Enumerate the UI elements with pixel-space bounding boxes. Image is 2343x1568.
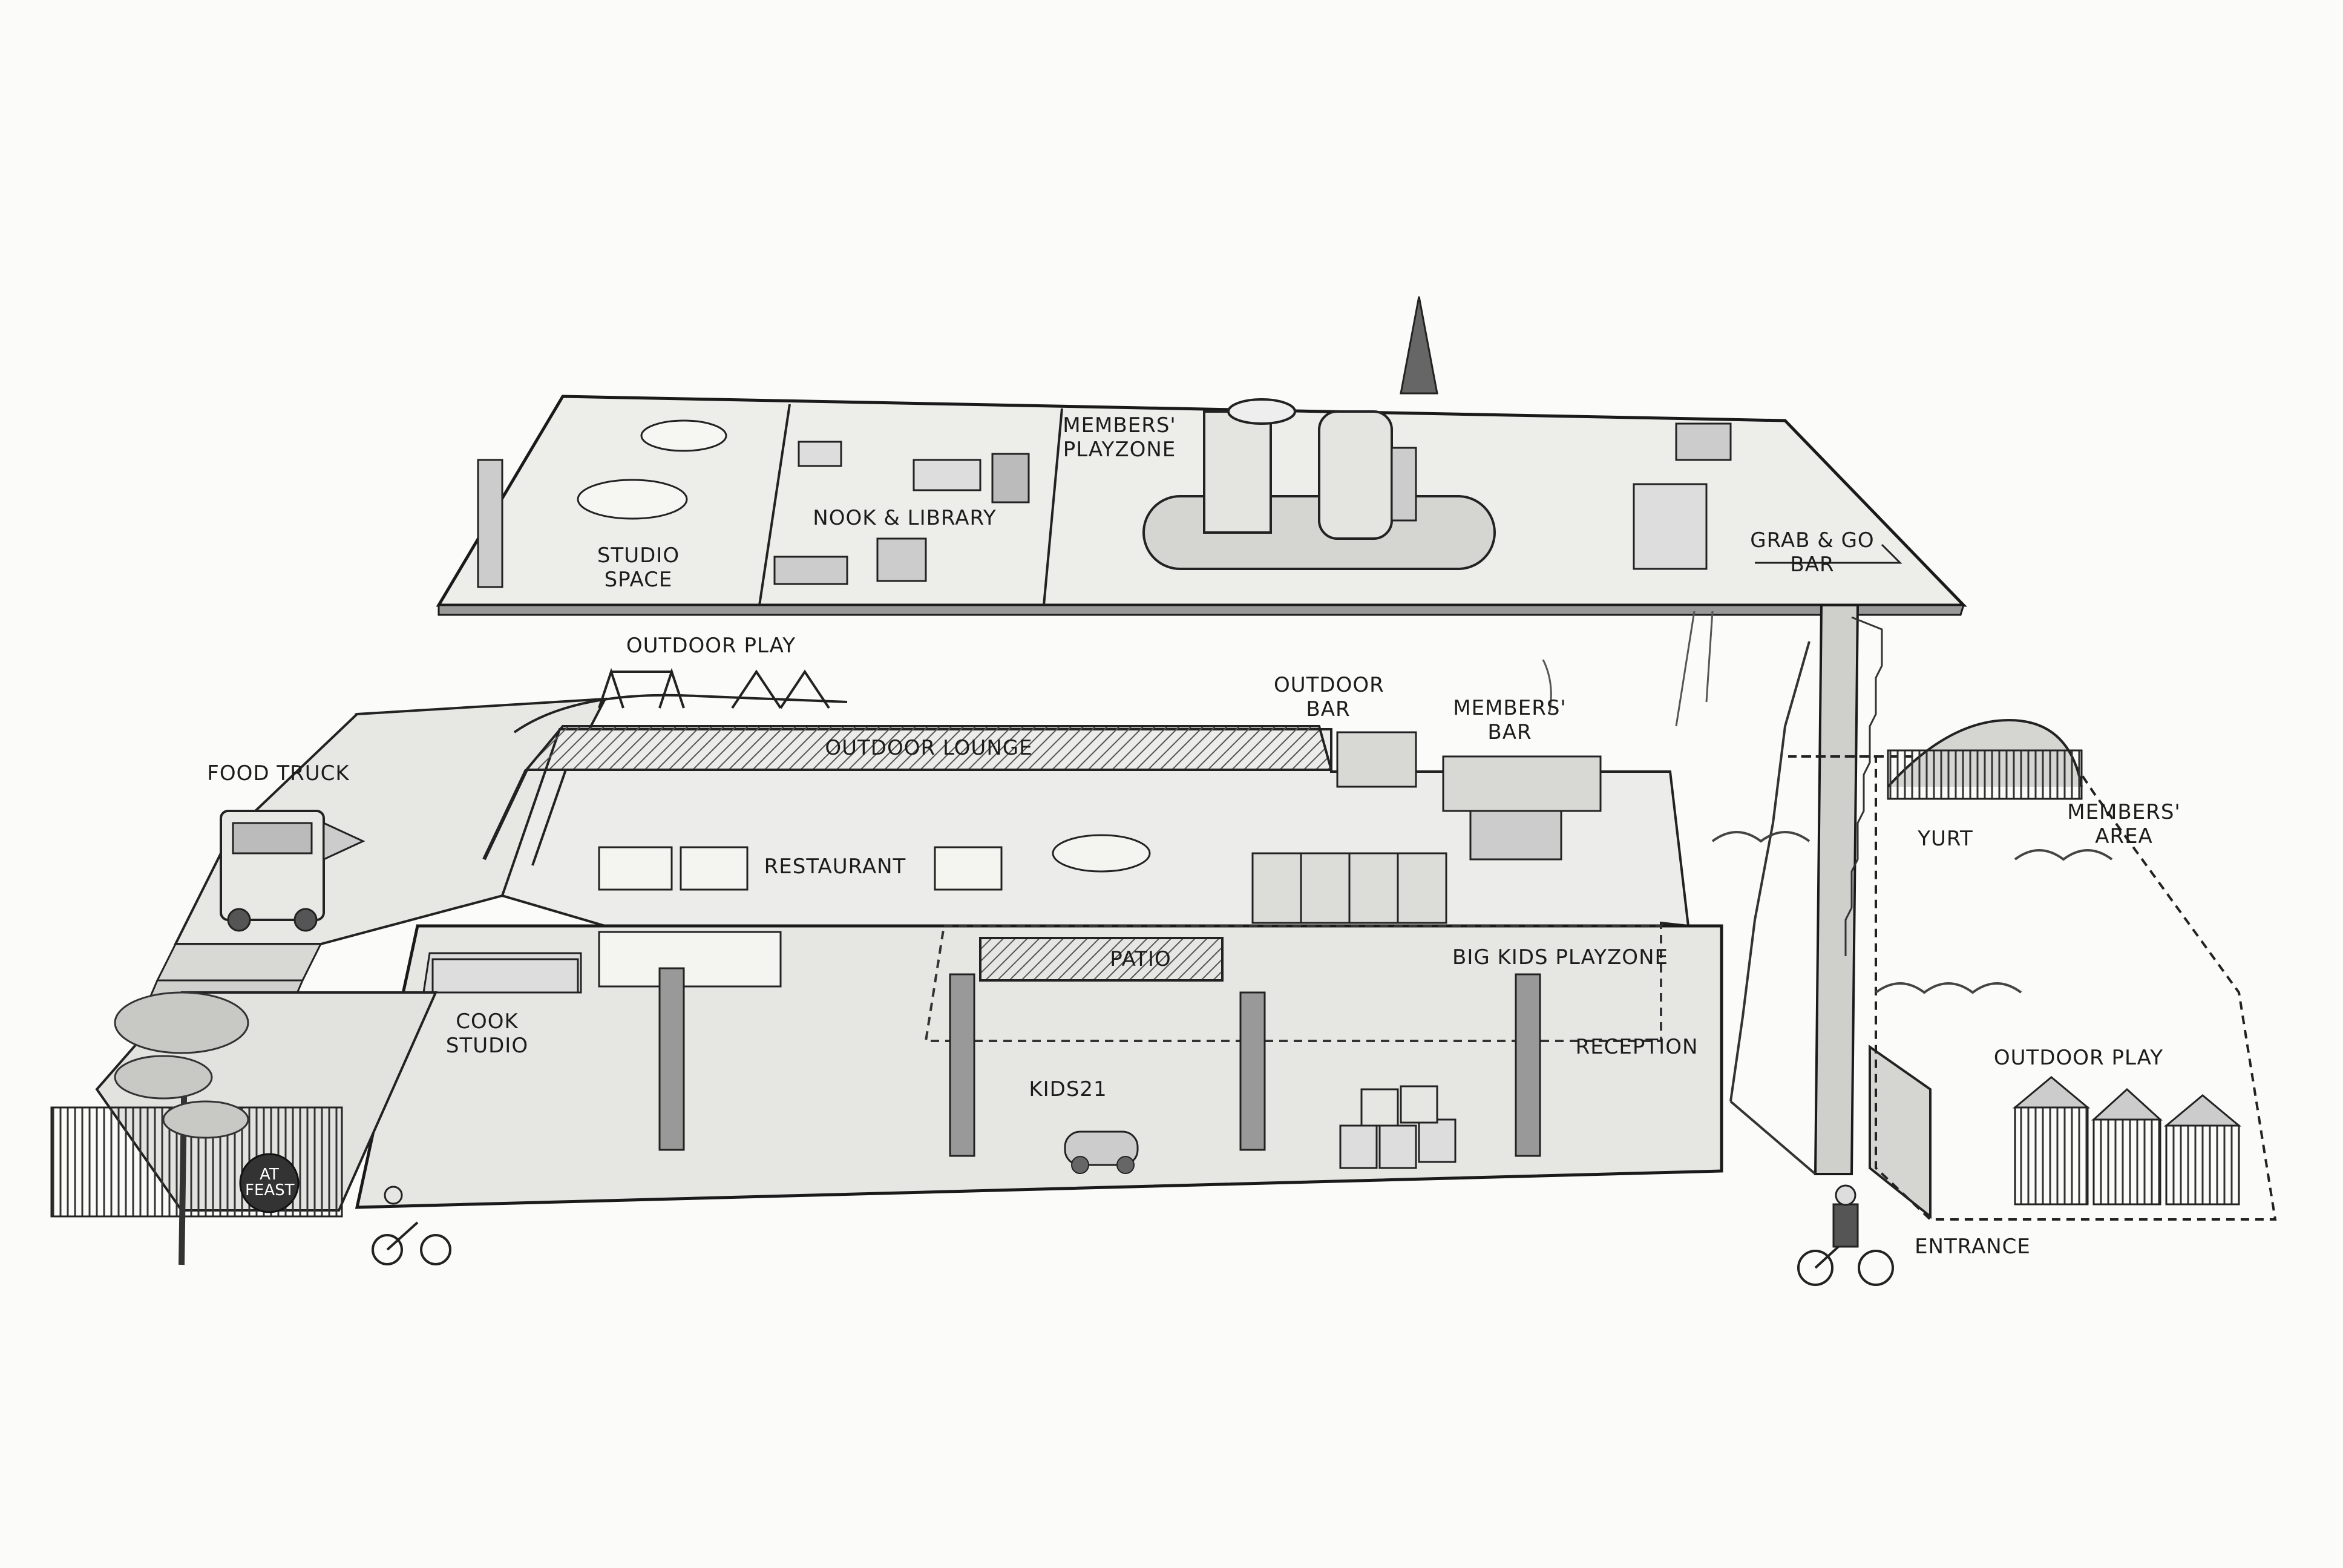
label-members-playzone: MEMBERS' PLAYZONE	[1047, 413, 1192, 462]
label-restaurant: RESTAURANT	[764, 855, 906, 879]
label-outdoor-bar-line1: OUTDOOR	[1274, 673, 1384, 697]
label-grab-go-bar-line2: BAR	[1790, 553, 1835, 577]
label-outdoor-play-right: OUTDOOR PLAY	[1993, 1046, 2164, 1070]
label-cook-studio-line2: STUDIO	[445, 1034, 529, 1058]
bicycle-left	[372, 1186, 451, 1265]
label-members-area-line2: AREA	[2095, 824, 2153, 848]
label-cook-studio: COOK STUDIO	[439, 1009, 536, 1058]
members-outdoor-area	[1711, 718, 2277, 1221]
members-playzone-structure	[1142, 398, 1496, 570]
upper-floor	[436, 296, 1967, 727]
patio-floor	[979, 937, 1224, 982]
reception-bales	[1339, 1085, 1457, 1169]
label-reception: RECEPTION	[1575, 1035, 1699, 1059]
label-outdoor-bar: OUTDOOR BAR	[1274, 673, 1384, 721]
ground-floor	[50, 659, 1932, 1219]
tree	[114, 991, 249, 1265]
label-nook-library: NOOK & LIBRARY	[813, 506, 997, 530]
label-patio: PATIO	[1110, 947, 1172, 971]
label-big-kids-playzone: BIG KIDS PLAYZONE	[1452, 945, 1668, 969]
label-studio-space-line2: SPACE	[604, 568, 673, 592]
entrance-door	[1869, 1045, 1932, 1219]
label-kids21: KIDS21	[1029, 1077, 1107, 1101]
label-food-truck: FOOD TRUCK	[207, 761, 350, 786]
label-members-area-line1: MEMBERS'	[2067, 800, 2181, 824]
label-grab-go-bar: GRAB & GO BAR	[1749, 528, 1876, 577]
label-studio-space-line1: STUDIO	[597, 543, 680, 568]
label-members-playzone-line1: MEMBERS'	[1063, 413, 1176, 438]
label-members-playzone-line2: PLAYZONE	[1063, 438, 1176, 462]
outdoor-play-swings	[513, 668, 848, 733]
label-members-bar-line1: MEMBERS'	[1453, 696, 1567, 720]
label-studio-space: STUDIO SPACE	[587, 543, 690, 592]
members-bar-counter	[1442, 755, 1602, 812]
label-cook-studio-line1: COOK	[456, 1009, 519, 1034]
outdoor-lounge-roof	[523, 725, 1333, 771]
label-members-area: MEMBERS' AREA	[2063, 800, 2184, 848]
yurt-wall	[1887, 749, 2083, 800]
outdoor-bar-counter	[1336, 731, 1417, 788]
label-outdoor-bar-line2: BAR	[1306, 697, 1351, 721]
label-members-bar-line2: BAR	[1487, 720, 1532, 744]
logo-at-feast: AT FEAST	[245, 1166, 295, 1199]
label-members-bar: MEMBERS' BAR	[1443, 696, 1576, 744]
food-truck	[220, 810, 365, 932]
label-yurt: YURT	[1918, 827, 1973, 851]
label-outdoor-play-top: OUTDOOR PLAY	[626, 634, 796, 658]
topiary-tree	[1400, 296, 1438, 395]
label-entrance: ENTRANCE	[1915, 1235, 2031, 1259]
at-feast-logo-badge	[239, 1153, 300, 1213]
staircase	[1729, 604, 1883, 1175]
label-outdoor-lounge: OUTDOOR LOUNGE	[825, 736, 1033, 760]
bicycle-entrance	[1797, 1184, 1894, 1286]
label-grab-go-bar-line1: GRAB & GO	[1750, 528, 1875, 553]
outdoor-playhouses	[2012, 1076, 2242, 1206]
